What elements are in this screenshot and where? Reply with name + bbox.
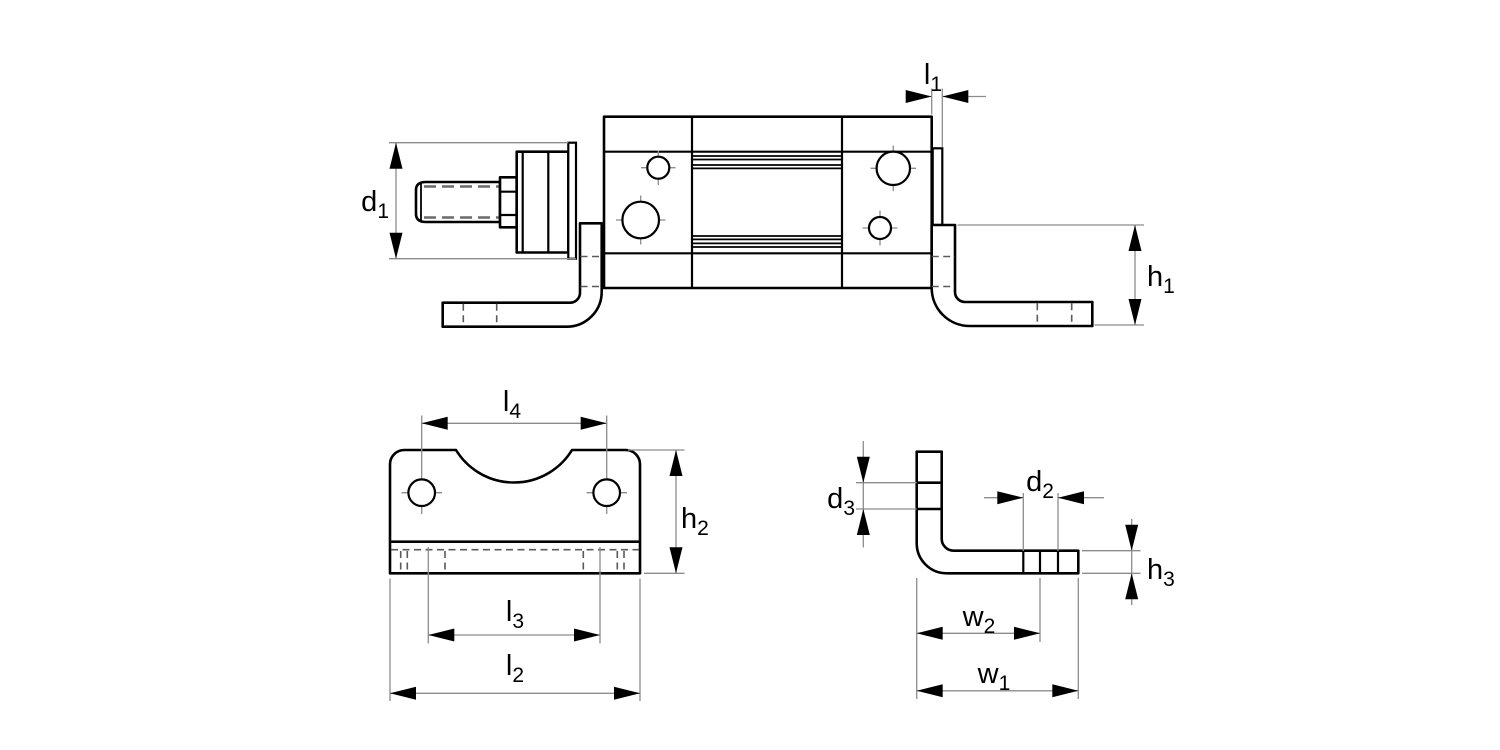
- rod-nut-facets: [500, 190, 517, 217]
- dimension-l3-lines: [427, 547, 601, 644]
- port-hole-rear-large: [875, 150, 912, 187]
- port-hole-front-large: [621, 200, 661, 240]
- dim-label-h2: h2: [681, 503, 709, 540]
- port-hole-rear-small: [867, 215, 893, 241]
- port-hole-front-small: [646, 155, 671, 180]
- dimension-w2: w2: [916, 578, 1041, 642]
- dimension-l4: l4: [421, 386, 607, 430]
- dim-label-d2: d2: [1026, 466, 1054, 503]
- dimension-l1-lines: [906, 88, 986, 148]
- dimension-h3: h3: [1082, 519, 1175, 605]
- dimension-l2-arrow-left: [390, 686, 416, 700]
- bearing-cap-lines: [521, 151, 550, 253]
- dimension-w1-arrow-right: [1052, 684, 1079, 698]
- dimension-l1: l1: [905, 59, 986, 148]
- dimension-l2: l2: [389, 578, 641, 701]
- bracket-base-slot-lines: [1022, 550, 1060, 574]
- dimension-h2-arrow-up: [669, 450, 683, 476]
- dim-label-d1: d1: [361, 186, 389, 223]
- bracket-profile-outline: [915, 450, 1080, 575]
- dimension-h2: h2: [628, 449, 709, 574]
- foot-bracket-left-outline: [441, 222, 603, 328]
- dimension-h2-arrow-down: [669, 547, 683, 574]
- bearing-cap-body: [515, 150, 570, 254]
- cylinder-side-view: d1 l1 h1: [361, 59, 1175, 328]
- dim-label-d3: d3: [827, 483, 855, 520]
- dimension-d3: d3: [827, 441, 917, 548]
- dimension-d2-arrow-right: [997, 491, 1024, 505]
- dimension-d3-arrow-up: [856, 509, 870, 535]
- bracket-front-view: l4 h2 l3 l2: [388, 386, 709, 701]
- cylinder-body: [602, 115, 934, 290]
- rear-collar: [931, 147, 944, 227]
- foot-bracket-left: [441, 222, 603, 328]
- dim-label-l1: l1: [924, 59, 942, 96]
- dimension-d2: d2: [984, 466, 1104, 551]
- dimension-h1-arrow-down: [1128, 299, 1142, 325]
- dimension-h1: h1: [957, 224, 1175, 326]
- dimension-l4-arrow-right: [580, 416, 607, 430]
- dimension-l2-arrow-right: [614, 686, 640, 700]
- dimension-h3-arrow-up: [1125, 573, 1139, 600]
- dimension-w1-lines: [916, 578, 1079, 699]
- dimension-d2-arrow-left: [1058, 491, 1084, 505]
- dimension-l2-lines: [389, 578, 641, 701]
- dimension-h3-arrow-down: [1125, 524, 1139, 551]
- front-collar: [567, 141, 578, 260]
- dimension-l3-arrow-right: [574, 628, 600, 642]
- cylinder-section-lines: [604, 116, 932, 288]
- dim-label-h3: h3: [1147, 554, 1175, 591]
- port-holes: [616, 145, 916, 246]
- dimension-l1-arrow-right: [905, 90, 932, 103]
- dimension-l4-arrow-left: [421, 416, 448, 430]
- dimension-w2-arrow-right: [1014, 626, 1040, 640]
- bracket-profile-view: d3 d2 h3 w2 w1: [827, 441, 1175, 699]
- dim-label-l4: l4: [503, 386, 521, 423]
- dimension-w2-arrow-left: [916, 626, 943, 640]
- piston-rod-thread-lines: [424, 185, 499, 219]
- cylinder-outline: [602, 115, 934, 290]
- dim-label-h1: h1: [1147, 261, 1175, 298]
- dimension-w1-arrow-left: [916, 684, 943, 698]
- dimension-d3-arrow-down: [856, 456, 870, 483]
- dimension-l1-arrow-left: [942, 90, 969, 103]
- dimension-d1: d1: [361, 142, 576, 260]
- bearing-cap: [515, 150, 570, 254]
- bracket-hole-left: [407, 478, 437, 508]
- dim-label-l2: l2: [506, 650, 524, 687]
- dimension-l3: l3: [427, 547, 601, 644]
- foot-bracket-right: [930, 223, 1094, 328]
- piston-rod-outline: [414, 180, 502, 224]
- piston-rod: [414, 180, 502, 224]
- foot-bracket-right-hidden-slot: [931, 255, 1073, 325]
- rod-nut: [498, 176, 519, 229]
- dim-label-w1: w1: [977, 658, 1011, 695]
- dimension-h1-arrow-up: [1128, 225, 1142, 251]
- dim-label-w2: w2: [962, 601, 996, 638]
- dimension-d2-lines: [984, 493, 1104, 551]
- bracket-hole-right: [592, 478, 622, 508]
- dimension-d1-arrow-down: [389, 232, 403, 259]
- foot-bracket-right-outline: [930, 223, 1094, 328]
- bracket-leg-slot-lines: [916, 481, 942, 511]
- rod-nut-body: [498, 176, 519, 229]
- dim-label-l3: l3: [506, 596, 524, 633]
- dimension-w1: w1: [916, 578, 1079, 699]
- dimension-l3-arrow-left: [428, 628, 455, 642]
- bracket-plate-outline: [388, 448, 642, 575]
- dimension-d1-arrow-up: [389, 142, 403, 169]
- tie-rod-lines: [692, 155, 842, 248]
